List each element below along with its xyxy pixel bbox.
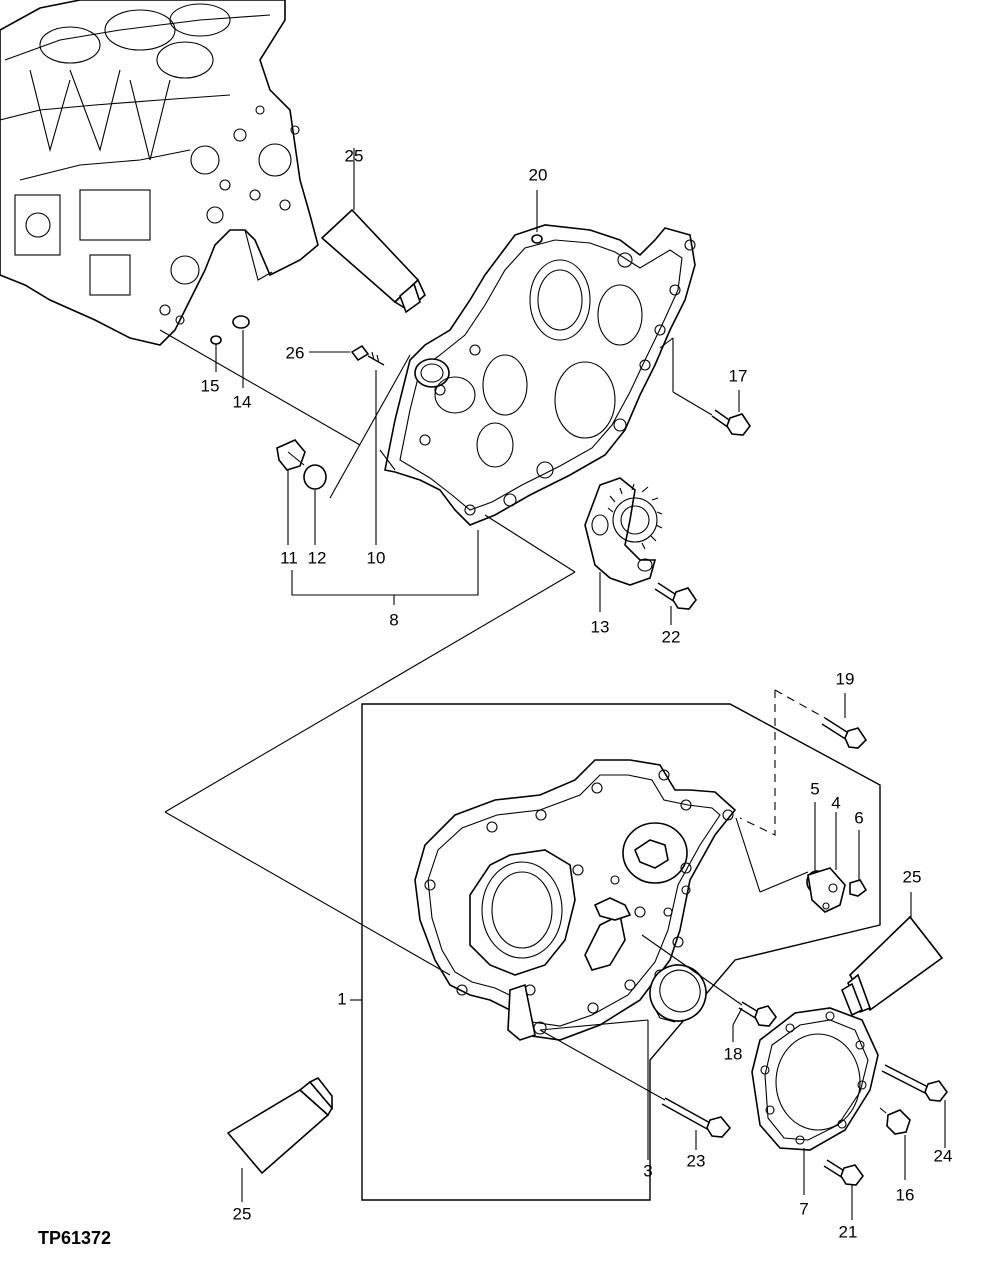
callout-6: 6 [854, 808, 863, 827]
callout-7: 7 [799, 1199, 808, 1218]
screw-26 [350, 344, 385, 366]
oil-pump-13 [584, 477, 663, 586]
callout-21: 21 [839, 1222, 858, 1241]
bolt-24 [881, 1064, 949, 1102]
callout-5: 5 [810, 779, 819, 798]
callout-labels: 25 20 26 17 15 14 11 12 10 8 13 22 19 5 … [38, 146, 952, 1248]
sealant-tube-right [841, 915, 944, 1017]
callout-15: 15 [201, 376, 220, 395]
callout-18: 18 [724, 1044, 743, 1063]
leaders-upper [159, 148, 740, 813]
screw-6 [849, 879, 868, 897]
bolt-18 [738, 1001, 778, 1027]
nut-16 [879, 1107, 911, 1135]
engine-block [0, 0, 319, 346]
o-ring-12 [303, 464, 327, 490]
callout-25a: 25 [345, 146, 364, 165]
o-ring-15 [210, 335, 222, 345]
callout-4: 4 [831, 793, 840, 812]
gear-case-housing [384, 224, 696, 526]
callout-11: 11 [280, 548, 298, 567]
o-ring-14 [232, 315, 250, 329]
callout-16: 16 [896, 1185, 915, 1204]
callout-20: 20 [529, 165, 548, 184]
callout-10: 10 [367, 548, 386, 567]
bolt-23 [661, 1097, 732, 1138]
callout-1: 1 [337, 989, 346, 1008]
callout-12: 12 [308, 548, 327, 567]
callout-3: 3 [643, 1161, 652, 1180]
sealant-tube-bottom [226, 1076, 333, 1175]
callout-22: 22 [662, 627, 681, 646]
front-cover [414, 759, 737, 1041]
callout-17: 17 [729, 366, 748, 385]
callout-23: 23 [687, 1151, 706, 1170]
callout-24: 24 [934, 1146, 953, 1165]
bolt-17 [711, 409, 751, 436]
bolt-21 [823, 1159, 865, 1186]
callout-25b: 25 [903, 867, 922, 886]
sealant-tube-top [320, 208, 426, 314]
front-cover-assembly-box [164, 703, 881, 1201]
callout-25c: 25 [233, 1204, 252, 1223]
plug-11 [276, 439, 306, 471]
plate-4 [807, 867, 846, 913]
callout-8: 8 [389, 610, 398, 629]
figure-id: TP61372 [38, 1228, 111, 1248]
oil-seal-3 [649, 964, 707, 1023]
callout-13: 13 [591, 617, 610, 636]
callout-19: 19 [836, 669, 855, 688]
o-ring-20 [531, 234, 543, 244]
bolt-19 [821, 717, 868, 749]
dashed-leader-19 [739, 689, 826, 836]
leaders-lower [241, 693, 946, 1220]
callout-14: 14 [233, 392, 252, 411]
cover-plate-7 [751, 1007, 879, 1151]
bolt-22 [654, 582, 697, 610]
callout-26: 26 [286, 343, 305, 362]
